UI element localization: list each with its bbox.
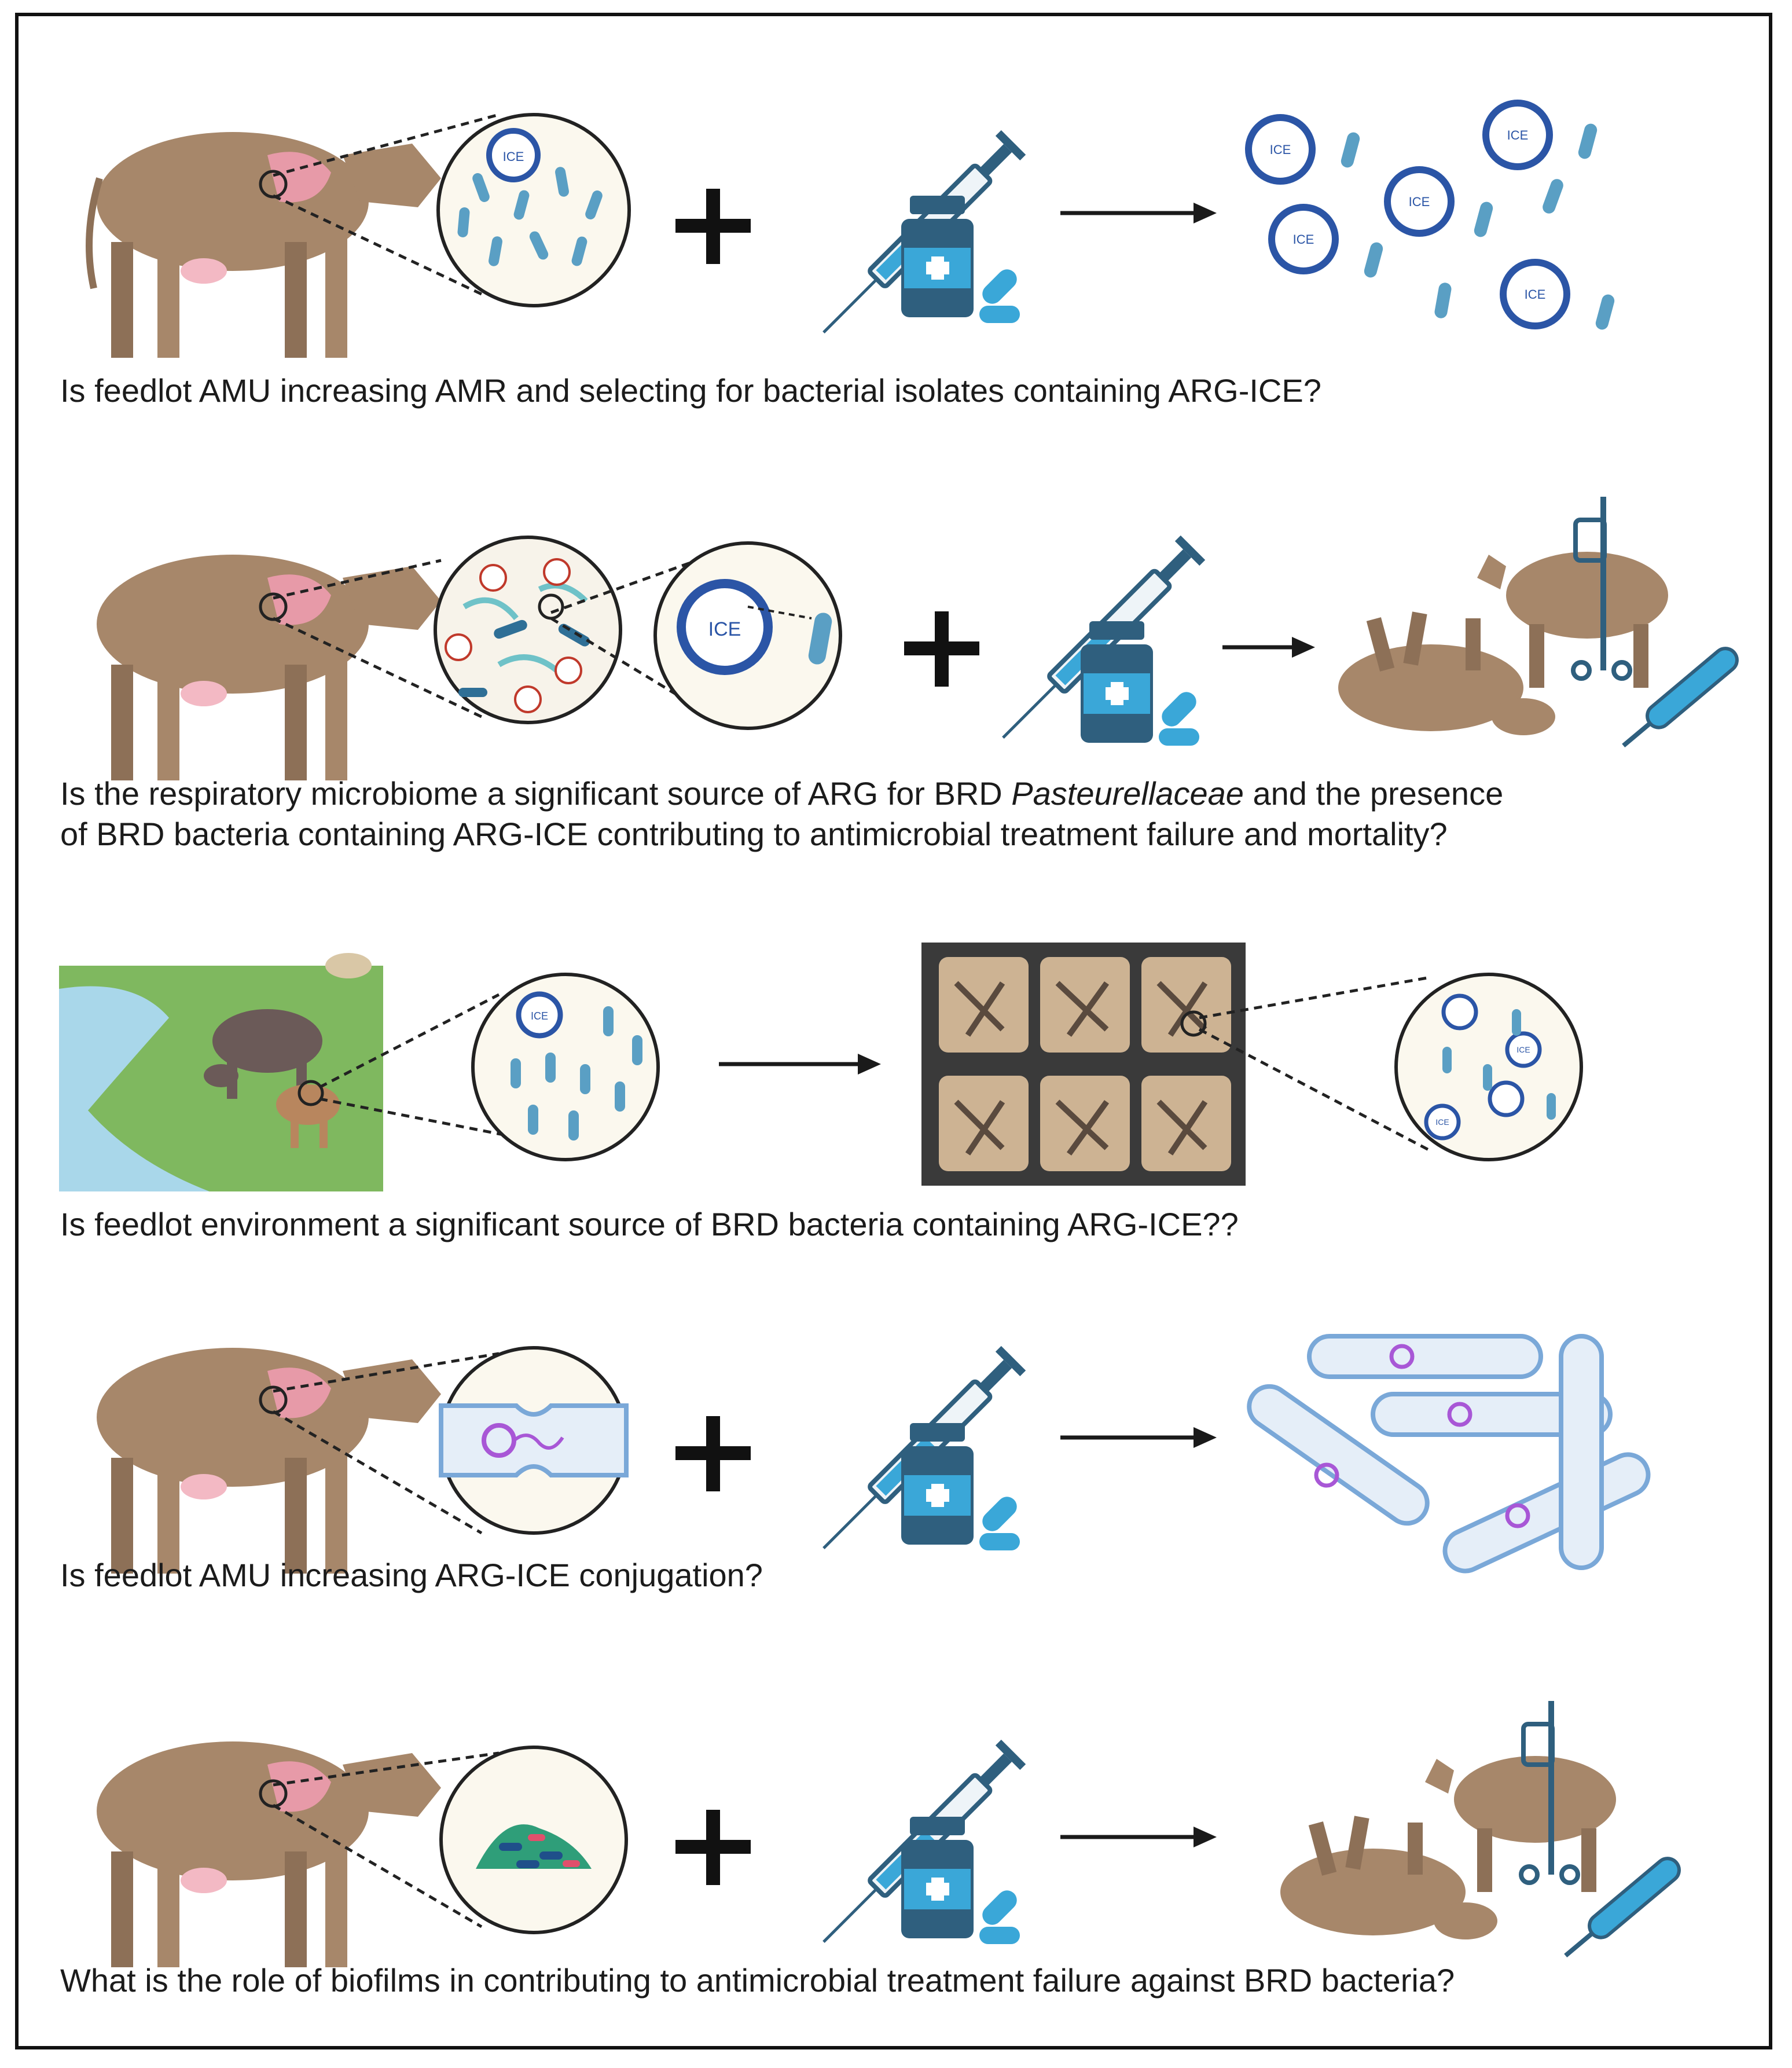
ice-bacteria-cluster bbox=[1245, 100, 1615, 330]
pill-icon bbox=[979, 269, 1020, 323]
question-text: Is feedlot AMU increasing AMR and select… bbox=[60, 372, 1321, 409]
plus-icon bbox=[675, 1416, 751, 1491]
ice-label: ICE bbox=[1293, 232, 1314, 247]
panel-respiratory-microbiome: ICE bbox=[19, 474, 1769, 890]
conjugating-bacteria-cluster bbox=[1247, 1334, 1651, 1574]
panel-5-illustration bbox=[97, 1701, 1681, 1967]
culture-tray bbox=[921, 943, 1246, 1186]
ice-label: ICE bbox=[708, 618, 741, 640]
microbiome-circle bbox=[434, 536, 622, 724]
arrow-icon bbox=[1222, 637, 1315, 658]
question-line1-end: and the presence bbox=[1243, 775, 1504, 812]
arrow-icon bbox=[1060, 1827, 1217, 1847]
thermometer-icon bbox=[1622, 647, 1739, 748]
question-text: Is the respiratory microbiome a signific… bbox=[60, 773, 1503, 855]
pill-icon bbox=[979, 1497, 1020, 1550]
taxon-name: Pasteurellaceae bbox=[1011, 775, 1244, 812]
pasture-scene bbox=[59, 953, 383, 1191]
medicine-bottle-icon bbox=[1081, 621, 1153, 743]
ice-label: ICE bbox=[503, 149, 524, 164]
ice-label: ICE bbox=[1409, 195, 1430, 209]
cow-icon bbox=[97, 1348, 441, 1574]
question-text: What is the role of biofilms in contribu… bbox=[60, 1962, 1455, 1999]
medicine-bottle-icon bbox=[901, 1817, 974, 1938]
medicine-bottle-icon bbox=[901, 196, 974, 317]
pill-icon bbox=[1159, 692, 1199, 746]
cow-icon bbox=[97, 1741, 441, 1967]
plasmid-icon bbox=[1314, 1344, 1530, 1528]
panel-conjugation: Is feedlot AMU increasing ARG-ICE conjug… bbox=[19, 1301, 1769, 1637]
magnified-ice-circle bbox=[1394, 973, 1583, 1161]
panel-4-illustration bbox=[97, 1334, 1651, 1574]
figure-frame: ICE bbox=[15, 13, 1772, 2049]
question-line1-start: Is the respiratory microbiome a signific… bbox=[60, 775, 1012, 812]
pill-icon bbox=[979, 1890, 1020, 1944]
dead-cow-icon bbox=[1280, 1816, 1497, 1939]
ice-label: ICE bbox=[1516, 1045, 1530, 1054]
medicine-bottle-icon bbox=[901, 1423, 974, 1545]
panel-1-illustration: ICE bbox=[86, 100, 1615, 358]
panel-biofilms: What is the role of biofilms in contribu… bbox=[19, 1695, 1769, 2043]
arrow-icon bbox=[719, 1054, 881, 1075]
plus-icon bbox=[675, 189, 751, 264]
question-text: Is feedlot AMU increasing ARG-ICE conjug… bbox=[60, 1557, 763, 1593]
panel-2-illustration: ICE bbox=[97, 497, 1739, 780]
ice-label: ICE bbox=[1435, 1117, 1449, 1127]
magnified-bacteria-circle bbox=[436, 113, 631, 307]
ice-label: ICE bbox=[1270, 142, 1291, 157]
panel-feedlot-environment: ICE bbox=[19, 919, 1769, 1267]
ice-label: ICE bbox=[531, 1010, 548, 1022]
ice-label: ICE bbox=[1525, 287, 1546, 302]
ice-zoom-circle bbox=[653, 541, 842, 730]
thermometer-icon bbox=[1564, 1857, 1681, 1958]
biofilm-circle bbox=[439, 1746, 628, 1934]
cow-icon bbox=[86, 132, 441, 358]
dead-cow-icon bbox=[1338, 611, 1555, 735]
arrow-icon bbox=[1060, 203, 1217, 223]
cow-icon bbox=[97, 555, 441, 780]
panel-amu-amr: ICE bbox=[19, 16, 1769, 416]
plus-icon bbox=[675, 1810, 751, 1885]
sick-cow-with-iv-icon bbox=[1477, 497, 1668, 688]
ice-label: ICE bbox=[1507, 128, 1529, 142]
arrow-icon bbox=[1060, 1427, 1217, 1448]
question-line2: of BRD bacteria containing ARG-ICE contr… bbox=[60, 816, 1448, 852]
question-text: Is feedlot environment a significant sou… bbox=[60, 1206, 1239, 1242]
plus-icon bbox=[904, 611, 979, 687]
conjugation-circle bbox=[439, 1346, 629, 1535]
magnified-bacteria-circle bbox=[471, 973, 660, 1161]
sick-cow-with-iv-icon bbox=[1425, 1701, 1616, 1892]
panel-3-illustration: ICE bbox=[59, 943, 1583, 1191]
